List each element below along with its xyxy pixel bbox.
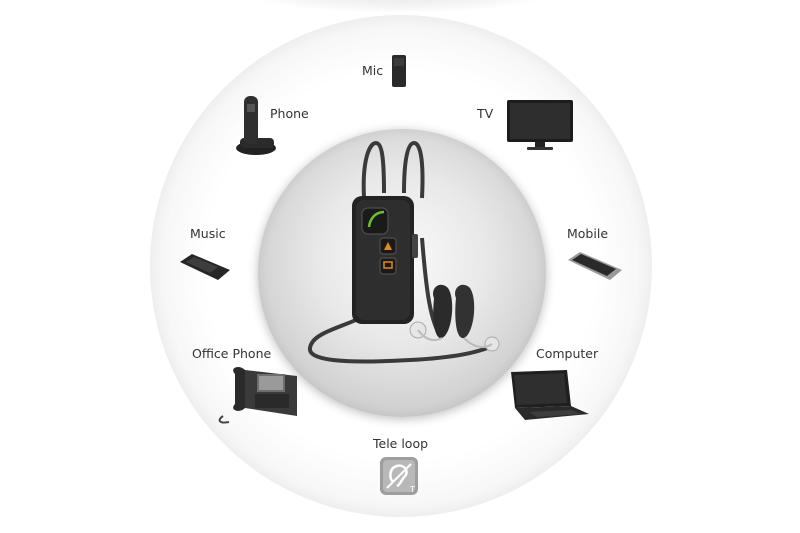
phone-label: Phone: [270, 106, 309, 121]
music-label: Music: [190, 226, 226, 241]
tele-loop-t-letter: T: [410, 485, 415, 494]
tv-label: TV: [477, 106, 494, 121]
tele-loop-label: Tele loop: [373, 436, 429, 451]
phone-icon: [236, 96, 276, 155]
office-phone-label: Office Phone: [192, 346, 272, 361]
office-phone-icon: [218, 367, 297, 424]
mic-icon: [392, 55, 406, 87]
mobile-label: Mobile: [567, 226, 609, 241]
streamer-device-illustration: [308, 140, 500, 364]
mic-label: Mic: [362, 63, 384, 78]
computer-label: Computer: [536, 346, 599, 361]
top-glow: [250, 0, 550, 12]
laptop-icon: [511, 370, 589, 420]
tv-icon: [507, 100, 573, 150]
music-player-icon: [180, 254, 230, 280]
mobile-phone-icon: [568, 252, 622, 280]
tele-loop-icon: T: [379, 456, 419, 496]
